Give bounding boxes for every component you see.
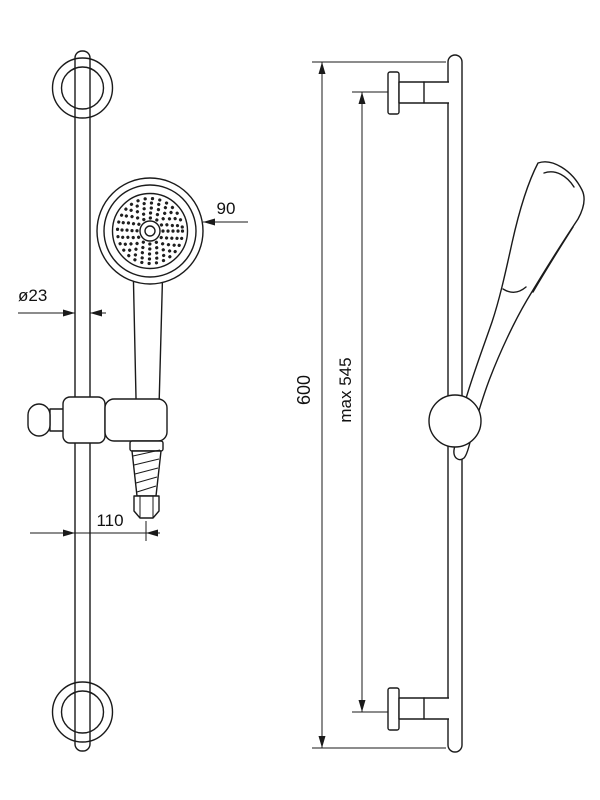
slider-knob bbox=[27, 403, 51, 437]
dim-label-offset: 110 bbox=[96, 511, 123, 530]
hose-collar bbox=[129, 440, 164, 452]
dim-label-rail-diameter: ø23 bbox=[18, 286, 47, 305]
hand-shower-outline bbox=[453, 161, 585, 461]
hose-cone-hatch bbox=[132, 449, 161, 493]
dim-max-distance: max 545 bbox=[336, 91, 388, 713]
spray-face bbox=[115, 196, 185, 266]
head-center-cap bbox=[139, 220, 161, 242]
face-plate-line bbox=[532, 226, 574, 293]
slider-body bbox=[62, 396, 106, 444]
dim-rail-diameter: ø23 bbox=[18, 286, 106, 317]
dim-label-total-length: 600 bbox=[294, 375, 314, 405]
hose-connector bbox=[129, 440, 164, 519]
handle-junction-line bbox=[502, 286, 527, 293]
dim-head-diameter: 90 bbox=[203, 199, 248, 226]
front-view: ø23 90 110 bbox=[18, 50, 248, 752]
side-view: 600 max 545 bbox=[294, 54, 585, 753]
hand-shower-side bbox=[453, 161, 585, 461]
top-wall-mount bbox=[387, 71, 449, 115]
dim-offset: 110 bbox=[30, 511, 160, 541]
slider-bracket bbox=[27, 396, 168, 444]
bottom-wall-mount bbox=[387, 687, 449, 731]
dim-label-head-diameter: 90 bbox=[217, 199, 236, 218]
bottom-flange bbox=[51, 681, 114, 743]
dim-total-length: 600 bbox=[294, 61, 446, 749]
bottom-wall-plate bbox=[387, 687, 400, 731]
shower-head-front bbox=[96, 177, 204, 285]
slider-knob-side bbox=[428, 394, 482, 448]
dim-label-max-distance: max 545 bbox=[336, 357, 355, 422]
hose-nut bbox=[133, 495, 160, 519]
slider-stem bbox=[49, 408, 65, 432]
head-rim-line bbox=[543, 171, 575, 188]
top-flange bbox=[51, 57, 114, 119]
handset-holder bbox=[104, 398, 168, 442]
top-wall-plate bbox=[387, 71, 400, 115]
